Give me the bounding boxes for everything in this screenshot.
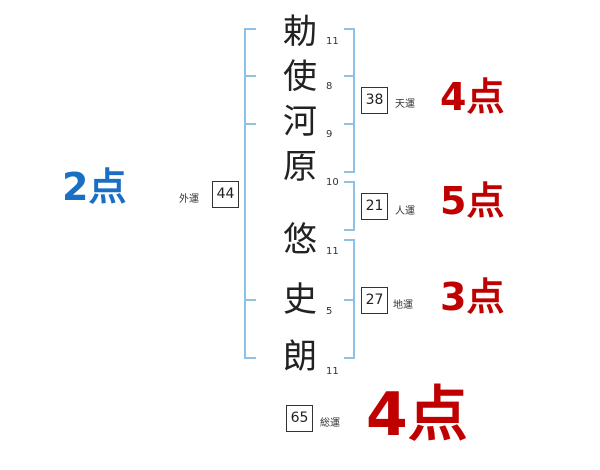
ten-value: 38 [361,87,388,114]
gai-score: 2点 [62,165,127,209]
name-char: 河 [283,102,317,142]
ten-score: 4点 [440,75,505,119]
stroke-count: 11 [326,246,339,257]
so-value: 65 [286,405,313,432]
name-char: 原 [283,147,317,187]
stroke-count: 5 [326,306,333,317]
ten-label: 天運 [395,99,415,110]
so-label: 総運 [320,418,340,429]
chi-label: 地運 [393,300,413,311]
name-char: 使 [283,57,317,97]
stroke-count: 9 [326,129,333,140]
chi-score: 3点 [440,275,505,319]
jin-score: 5点 [440,179,505,223]
stroke-count: 10 [326,177,339,188]
so-score: 4点 [366,380,468,450]
name-char: 朗 [283,337,317,377]
stroke-count: 8 [326,81,333,92]
jin-label: 人運 [395,206,415,217]
chi-value: 27 [361,287,388,314]
jin-value: 21 [361,193,388,220]
stroke-count: 11 [326,36,339,47]
name-char: 勅 [283,12,317,52]
stroke-count: 11 [326,366,339,377]
gai-label: 外運 [179,194,199,205]
name-char: 史 [283,280,317,320]
name-char: 悠 [283,220,317,260]
gai-value: 44 [212,181,239,208]
